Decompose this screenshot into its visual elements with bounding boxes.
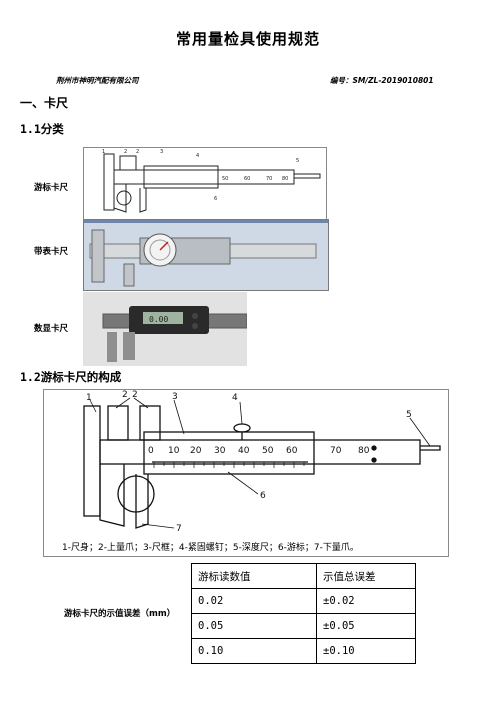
document-title: 常用量检具使用规范 (175, 30, 320, 48)
scale-number: 40 (238, 446, 250, 456)
table-row: 0.10 ±0.10 (191, 638, 416, 664)
error-table-label: 游标卡尺的示值误差（mm） (64, 609, 176, 619)
scale-number: 50 (222, 176, 228, 182)
dial-caliper-drawing (84, 220, 328, 290)
callout-number: 2 (122, 390, 128, 400)
callout-number: 1 (102, 149, 105, 155)
table-header-row: 游标读数值 示值总误差 (191, 563, 416, 589)
vernier-structure-drawing: 0 10 20 30 40 50 60 70 80 1 2 2 3 4 5 (83, 390, 441, 534)
digital-caliper-image: 0.00 (83, 292, 248, 366)
dial-caliper-image (83, 219, 329, 291)
error-table: 游标读数值 示值总误差 0.02 ±0.02 0.05 ±0.05 0.10 ±… (191, 563, 416, 664)
callout-number: 6 (260, 491, 266, 501)
company-name: 荆州市神明汽配有限公司 (56, 76, 139, 85)
subsection-classification: 1.1分类 (20, 122, 64, 136)
digital-readout: 0.00 (149, 315, 168, 324)
callout-number: 2 (132, 390, 138, 400)
table-cell: 0.10 (191, 638, 317, 664)
subsection-vernier-structure: 1.2游标卡尺的构成 (20, 370, 122, 384)
scale-number: 70 (266, 176, 272, 182)
table-cell: 0.05 (191, 613, 317, 639)
header-reading-value: 游标读数值 (191, 563, 317, 589)
callout-number: 6 (214, 196, 217, 202)
table-cell: ±0.02 (316, 588, 416, 614)
vernier-caliper-image: 50 60 70 80 1 2 2 3 4 5 6 (83, 147, 327, 221)
scale-number: 20 (190, 446, 202, 456)
callout-number: 4 (232, 393, 238, 403)
scale-number: 0 (148, 446, 154, 456)
callout-number: 2 (136, 149, 139, 155)
callout-number: 2 (124, 149, 127, 155)
scale-number: 80 (358, 446, 370, 456)
callout-number: 5 (296, 158, 299, 164)
table-cell: 0.02 (191, 588, 317, 614)
section-heading-calipers: 一、卡尺 (20, 96, 69, 110)
callout-number: 3 (160, 149, 163, 155)
scale-number: 30 (214, 446, 226, 456)
scale-number: 70 (330, 446, 342, 456)
callout-number: 5 (406, 410, 412, 420)
header-total-error: 示值总误差 (316, 563, 416, 589)
table-cell: ±0.05 (316, 613, 416, 639)
vernier-caliper-drawing: 50 60 70 80 1 2 2 3 4 5 6 (102, 149, 321, 213)
diagram-caption: 1-尺身；2-上量爪；3-尺框；4-紧固螺钉；5-深度尺；6-游标；7-下量爪。 (62, 543, 359, 553)
scale-number: 80 (282, 176, 288, 182)
table-row: 0.05 ±0.05 (191, 613, 416, 639)
scale-number: 50 (262, 446, 274, 456)
callout-number: 4 (196, 153, 199, 159)
document-code: 编号：SM/ZL-2019010801 (330, 76, 434, 85)
table-row: 0.02 ±0.02 (191, 588, 416, 614)
callout-number: 7 (176, 524, 182, 534)
label-digital-caliper: 数显卡尺 (34, 324, 69, 334)
scale-number: 10 (168, 446, 180, 456)
vernier-caliper-structure-diagram: 0 10 20 30 40 50 60 70 80 1 2 2 3 4 5 (43, 389, 449, 557)
scale-number: 60 (244, 176, 250, 182)
scale-number: 60 (286, 446, 298, 456)
callout-number: 1 (86, 393, 92, 403)
callout-number: 3 (172, 392, 178, 402)
digital-caliper-drawing: 0.00 (83, 292, 248, 366)
table-cell: ±0.10 (316, 638, 416, 664)
label-vernier-caliper: 游标卡尺 (34, 183, 69, 193)
label-dial-caliper: 带表卡尺 (34, 247, 69, 257)
